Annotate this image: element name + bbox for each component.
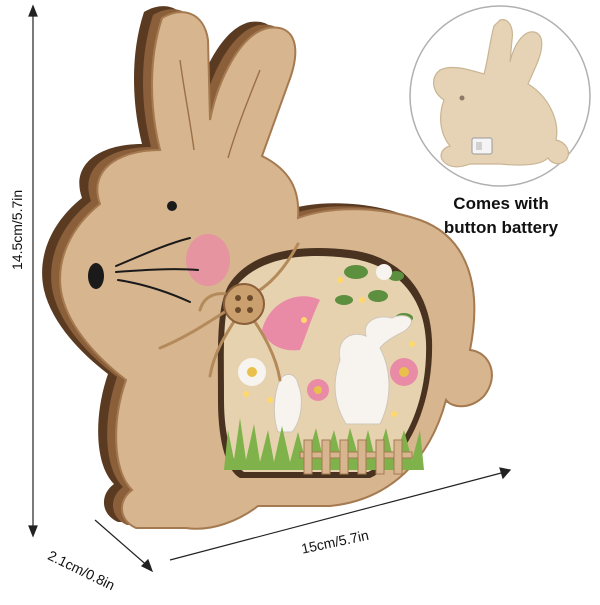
width-dimension-line: [169, 471, 506, 561]
bunny-nose: [88, 263, 104, 289]
bunny-face: [88, 201, 230, 303]
pink-bunny: [262, 296, 320, 351]
window-scene: [217, 247, 433, 478]
bunny-whiskers: [115, 237, 199, 303]
bunny-eye: [167, 201, 177, 211]
white-bunny: [273, 315, 412, 433]
wooden-button: [223, 283, 265, 325]
inset-back-view: [409, 5, 591, 187]
depth-dimension-line: [94, 519, 151, 569]
width-arrow-end: [499, 467, 512, 480]
hanging-hole: [459, 95, 465, 101]
height-dimension-label: 14.5cm/5.7in: [9, 189, 25, 270]
height-arrow-bottom: [28, 525, 38, 538]
flowers: [238, 264, 418, 401]
bunny-cheek-blush: [186, 234, 230, 286]
fairy-lights: [243, 277, 415, 417]
dimension-lines: [28, 4, 512, 573]
battery-caption-line1: Comes with: [453, 194, 549, 213]
bunny-back-silhouette: [433, 19, 569, 168]
ear-details: [179, 59, 261, 159]
depth-arrow-end: [140, 558, 154, 573]
height-arrow-top: [28, 4, 38, 17]
fence: [299, 439, 413, 475]
battery-caption-line2: button battery: [443, 218, 559, 237]
battery-caption: Comes with button battery: [408, 192, 594, 240]
